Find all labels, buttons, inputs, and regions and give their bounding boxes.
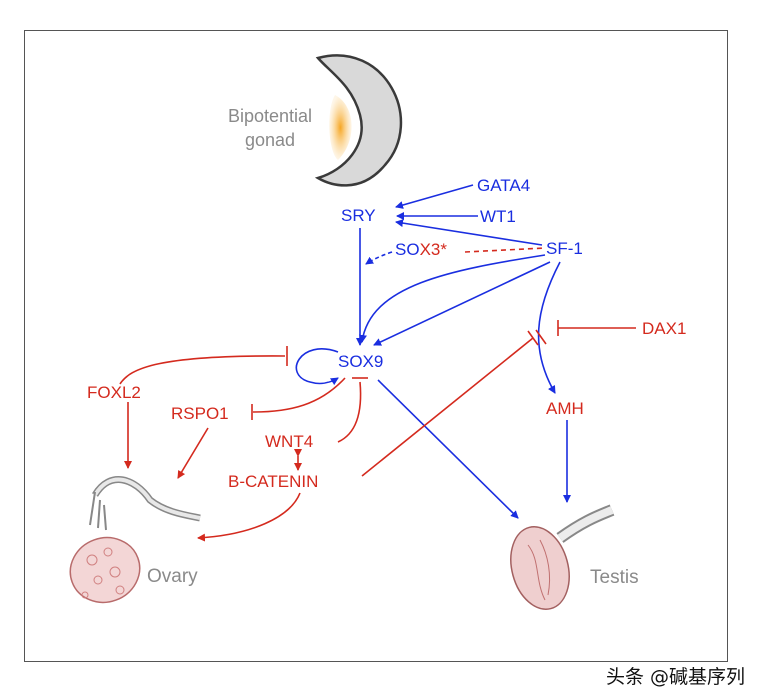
bipotential-label: Bipotential gonad	[216, 104, 324, 152]
edge-rspo1-ovary	[177, 427, 209, 479]
foxl2-label: FOXL2	[87, 383, 141, 402]
wnt4-label: WNT4	[265, 432, 314, 451]
sox3-label-red-part: X3*	[419, 240, 447, 259]
amh-label: AMH	[546, 399, 584, 418]
gata4-label: GATA4	[477, 176, 531, 195]
watermark-text: 头条 @碱基序列	[605, 666, 745, 688]
testis-illustration	[510, 504, 615, 610]
edge-foxl2-sox9-inhibit	[119, 355, 286, 385]
bipotential-gonad-illustration	[314, 54, 403, 187]
edge-sox9-testis	[377, 379, 519, 519]
sox3-label-blue-part: SO	[395, 240, 420, 259]
edge-sox3-sry	[365, 251, 393, 265]
edge-sox9-self-loop	[295, 348, 339, 386]
sry-label: SRY	[341, 206, 376, 225]
sox3-label: SOX3*	[395, 240, 447, 260]
edge-sox3-sf1-dash	[464, 247, 546, 253]
bipotential-label-line2: gonad	[244, 130, 296, 150]
edge-wnt4-sox9	[337, 381, 362, 443]
sox9-label: SOX9	[338, 352, 384, 371]
bipotential-label-line1: Bipotential	[227, 106, 313, 126]
edge-sf1-sry	[395, 219, 543, 246]
edge-sox9-rspo1-inhibit	[252, 377, 346, 413]
testis-label: Testis	[590, 567, 639, 588]
edge-bcatenin-ovary	[197, 492, 301, 542]
edge-bcatenin-inhibit	[361, 337, 534, 477]
bcatenin-label: B-CATENIN	[228, 472, 319, 491]
figure-frame	[24, 30, 728, 662]
ovary-illustration	[69, 476, 201, 604]
edge-sf1-sox9-curve	[359, 254, 546, 343]
sf1-label: SF-1	[546, 239, 583, 258]
dax1-label: DAX1	[642, 319, 687, 338]
repression-edges	[119, 247, 636, 542]
edge-sf1-sox9-direct	[373, 261, 551, 346]
ovary-label: Ovary	[147, 566, 198, 587]
wt1-label: WT1	[480, 207, 516, 226]
edge-sf1-amh	[537, 261, 561, 394]
edge-gata4-sry	[395, 184, 474, 209]
activation-edges	[295, 184, 571, 519]
rspo1-label: RSPO1	[171, 404, 229, 423]
